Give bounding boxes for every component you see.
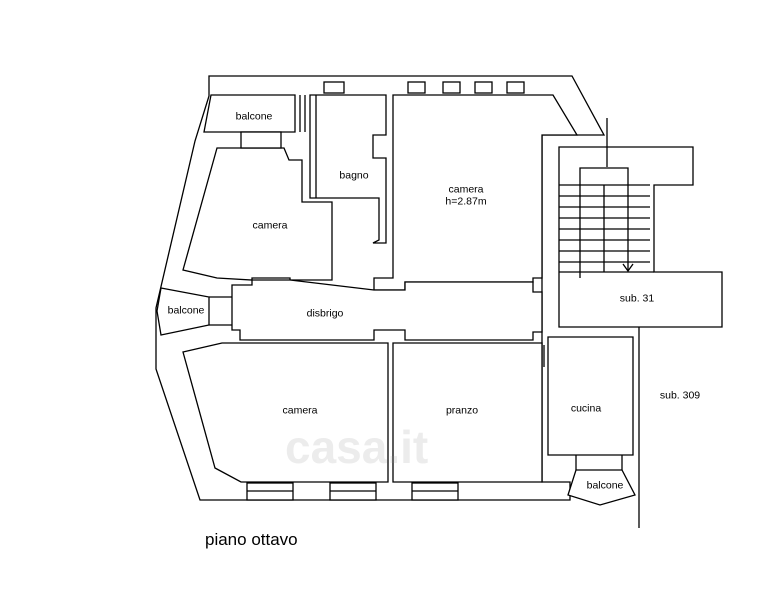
room-pranzo xyxy=(392,342,543,483)
watermark: casa.it xyxy=(285,421,429,473)
label-sub31: sub. 31 xyxy=(619,292,655,305)
plan-title: piano ottavo xyxy=(205,530,298,549)
label-camera-ne: camera xyxy=(448,183,484,196)
label-camera-sw: camera xyxy=(282,404,318,417)
room-camera-sw xyxy=(182,342,389,483)
label-pranzo: pranzo xyxy=(445,404,479,417)
stair-steps xyxy=(559,118,650,278)
room-camera-nw xyxy=(182,147,333,281)
balcone-bottom xyxy=(567,469,636,506)
balcone-left xyxy=(156,287,210,336)
label-balcone-top: balcone xyxy=(235,110,273,123)
room-disbrigo xyxy=(231,279,543,341)
room-cucina xyxy=(547,336,634,456)
windows xyxy=(240,81,525,501)
label-camera-ne-height: h=2.87m xyxy=(445,195,487,208)
label-sub309: sub. 309 xyxy=(659,389,701,402)
label-balcone-left: balcone xyxy=(167,304,205,317)
balcone-top xyxy=(203,94,296,133)
label-bagno: bagno xyxy=(339,169,369,182)
label-camera-nw: camera xyxy=(252,219,288,232)
label-disbrigo: disbrigo xyxy=(306,307,344,320)
label-balcone-bottom: balcone xyxy=(586,479,624,492)
room-bagno xyxy=(309,94,387,244)
label-cucina: cucina xyxy=(570,402,602,415)
